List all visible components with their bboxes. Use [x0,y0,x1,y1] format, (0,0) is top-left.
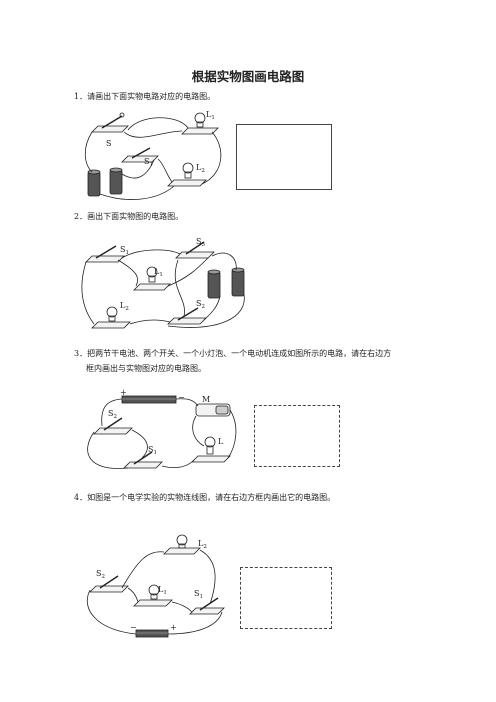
label-l: L [218,437,224,446]
label-s1-sub: 1 [153,450,157,456]
label-l1: L1 [158,585,167,596]
label-l1-letter: L [206,110,212,119]
label-s2-sub: 2 [113,414,117,420]
question-2-text: 2．画出下面实物图的电路图。 [74,212,184,221]
label-s2: S2 [196,299,205,310]
label-s1: S1 [148,445,157,456]
label-l2: L2 [196,163,205,174]
label-minus: − [178,393,185,402]
label-l1-letter: L [154,267,160,276]
label-l1-letter: L [158,585,164,594]
label-plus: + [120,388,127,397]
label-s1-letter: S [194,589,199,598]
label-s2-letter: S [96,569,101,578]
circuit-diagram-1: S S1 L1 L2 [84,110,222,200]
label-l2-sub: 2 [125,306,129,312]
label-s2-letter: S [108,409,113,418]
label-m: M [202,395,210,404]
label-l2-sub: 2 [203,544,207,550]
page-title: 根据实物图画电路图 [191,69,305,84]
circuit-diagram-3: + − M S2 S1 L [87,388,237,469]
question-4-text: 4．如图是一个电学实验的实物连线图，请在右边方框内画出它的电路图。 [74,493,336,502]
label-s3-sub: 3 [201,242,205,248]
label-s1: S1 [120,245,129,256]
label-s1-letter: S [148,445,153,454]
label-s2: S2 [108,409,117,420]
label-l1-sub: 1 [159,272,163,278]
label-plus: + [170,623,177,632]
label-s1-letter: S [120,245,125,254]
label-l1: L1 [154,267,163,278]
label-l1-sub: 1 [211,115,215,121]
question-3-text-line-2: 框内画出与实物图对应的电路图。 [86,364,206,373]
label-s1-letter: S [144,157,149,166]
label-s1-sub: 1 [199,594,203,600]
question-3-text-line-1: 3．把两节干电池、两个开关、一个小灯泡、一个电动机连成如图所示的电路，请在右边方 [74,349,392,358]
answer-box-4[interactable] [240,567,332,629]
label-l2-letter: L [198,539,204,548]
label-s3-letter: S [196,237,201,246]
label-s2-letter: S [196,299,201,308]
answer-box-1[interactable] [236,124,332,190]
label-minus: − [130,623,137,632]
label-l2: L2 [198,539,207,550]
question-1-text: 1．请画出下面实物电路对应的电路图。 [74,92,216,101]
circuit-diagram-4: L2 S2 L1 S1 − + [86,534,225,638]
label-s2-sub: 2 [201,304,205,310]
label-l1: L1 [206,110,215,121]
label-l2-sub: 2 [201,168,205,174]
label-l2-letter: L [120,301,126,310]
label-s2-sub: 2 [101,574,105,580]
label-s: S [106,139,111,148]
label-s1-sub: 1 [149,162,153,168]
label-l2-letter: L [196,163,202,172]
answer-box-3[interactable] [254,405,340,467]
label-s1: S1 [194,589,203,600]
label-l1-sub: 1 [163,590,167,596]
label-s1-sub: 1 [125,250,129,256]
label-s1: S1 [144,157,153,168]
label-s2: S2 [96,569,105,580]
label-s3: S3 [196,237,205,248]
circuit-diagram-2: S1 S3 L1 S2 L2 [81,237,245,329]
label-l2: L2 [120,301,129,312]
